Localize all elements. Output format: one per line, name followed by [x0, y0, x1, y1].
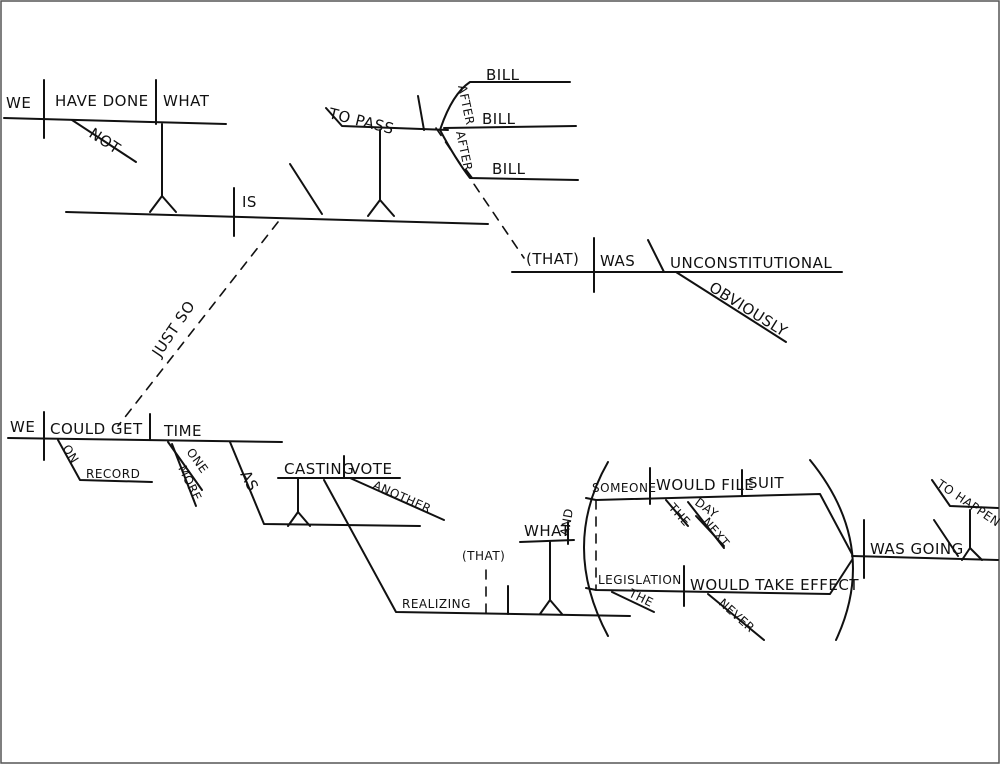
line-on-record — [57, 439, 153, 483]
word-vote: VOTE — [350, 460, 392, 478]
clause-we-have-done-what: WE HAVE DONE WHAT NOT — [3, 79, 227, 213]
word-after-2: AFTER — [453, 130, 475, 173]
object-line-bill-2 — [443, 125, 577, 129]
modifier-line-the-1 — [665, 499, 689, 527]
stem-fork-to-happen — [961, 547, 983, 561]
word-record: RECORD — [86, 467, 140, 481]
word-that-2: (THAT) — [462, 549, 505, 563]
word-we-2: WE — [10, 418, 35, 436]
modifier-line-the-2 — [611, 591, 655, 613]
word-would-file: WOULD FILE — [656, 476, 754, 494]
word-was-going: WAS GOING — [870, 540, 964, 558]
word-what-2: WHAT — [524, 522, 571, 540]
word-and: AND — [557, 507, 576, 537]
word-was: WAS — [600, 252, 635, 270]
word-on: ON — [59, 442, 81, 466]
word-legislation: LEGISLATION — [598, 573, 682, 587]
modifier-line-another — [349, 477, 445, 521]
baseline-to-happen — [931, 479, 999, 509]
bracket-left — [583, 461, 609, 637]
word-would-take-effect: WOULD TAKE EFFECT — [690, 576, 859, 594]
compound-clause: AND SOMEONE WOULD FILE SUIT THE DAY NEXT… — [557, 459, 859, 641]
word-what-1: WHAT — [163, 92, 210, 110]
stem-fork-what-2 — [539, 599, 563, 615]
line-as — [229, 441, 421, 527]
word-obviously: OBVIOUSLY — [706, 278, 791, 340]
word-could-get: COULD GET — [50, 420, 143, 438]
modifier-line-never — [707, 593, 765, 641]
word-not: NOT — [86, 124, 124, 158]
phrase-casting-vote: CASTING VOTE ANOTHER — [277, 455, 445, 527]
word-bill-1: BILL — [486, 66, 520, 84]
word-we-1: WE — [6, 94, 31, 112]
baseline-we-have-done-what — [3, 117, 227, 125]
clause-was-going: WAS GOING TO HAPPEN — [851, 476, 1000, 579]
baseline-we-could-get — [7, 437, 283, 443]
connector-bill-3 — [465, 169, 473, 179]
word-realizing: REALIZING — [402, 597, 471, 611]
stem-fork-subject — [149, 195, 177, 213]
word-next: NEXT — [700, 515, 733, 550]
word-to-pass: TO PASS — [326, 104, 396, 138]
word-have-done: HAVE DONE — [55, 92, 149, 110]
word-is: IS — [242, 193, 257, 211]
phrase-realizing-what: REALIZING (THAT) WHAT — [323, 479, 631, 617]
main-clause-is: IS — [65, 129, 489, 237]
dashed-link-just-so — [117, 221, 279, 427]
object-line-bill-1 — [439, 81, 571, 131]
baseline-realizing — [323, 479, 631, 617]
modifier-line-more — [171, 443, 197, 507]
divider-complement-2 — [647, 239, 665, 273]
word-time: TIME — [163, 422, 202, 440]
dashed-link-that-1 — [435, 127, 525, 259]
baseline-to-pass — [325, 107, 449, 131]
word-unconstitutional: UNCONSTITUTIONAL — [670, 254, 832, 272]
word-suit: SUIT — [748, 474, 784, 492]
word-someone: SOMEONE — [592, 481, 657, 495]
clause-that-was-unconstitutional: (THAT) WAS UNCONSTITUTIONAL OBVIOUSLY — [511, 237, 843, 343]
complement-slash — [289, 163, 323, 215]
bracket-right — [809, 459, 854, 641]
stem-fork-to-pass — [367, 199, 395, 217]
word-bill-2: BILL — [482, 110, 516, 128]
modifier-line-next — [695, 515, 725, 547]
baseline-was-going — [851, 555, 999, 561]
baseline-main — [65, 211, 489, 225]
word-another: ANOTHER — [371, 478, 434, 516]
word-that-1: (THAT) — [526, 250, 579, 268]
word-casting: CASTING — [284, 460, 354, 478]
modifier-line-not — [71, 119, 137, 163]
divider-to-pass — [417, 95, 425, 131]
baseline-what-2 — [519, 539, 575, 543]
word-as: AS — [236, 467, 262, 494]
complement-slash-2 — [933, 519, 959, 557]
stem-fork-casting — [287, 511, 311, 527]
word-after-1: AFTER — [455, 84, 477, 127]
baseline-legislation — [585, 559, 853, 595]
phrase-to-pass-bill: TO PASS BILL BILL BILL AFTER AFTER — [325, 66, 579, 181]
word-never: NEVER — [716, 596, 757, 635]
modifier-line-obviously — [675, 271, 787, 343]
word-bill-3: BILL — [492, 160, 526, 178]
word-to-happen: TO HAPPEN — [933, 476, 1000, 529]
baseline-someone — [585, 493, 853, 555]
word-just-so: JUST SO — [148, 297, 199, 361]
